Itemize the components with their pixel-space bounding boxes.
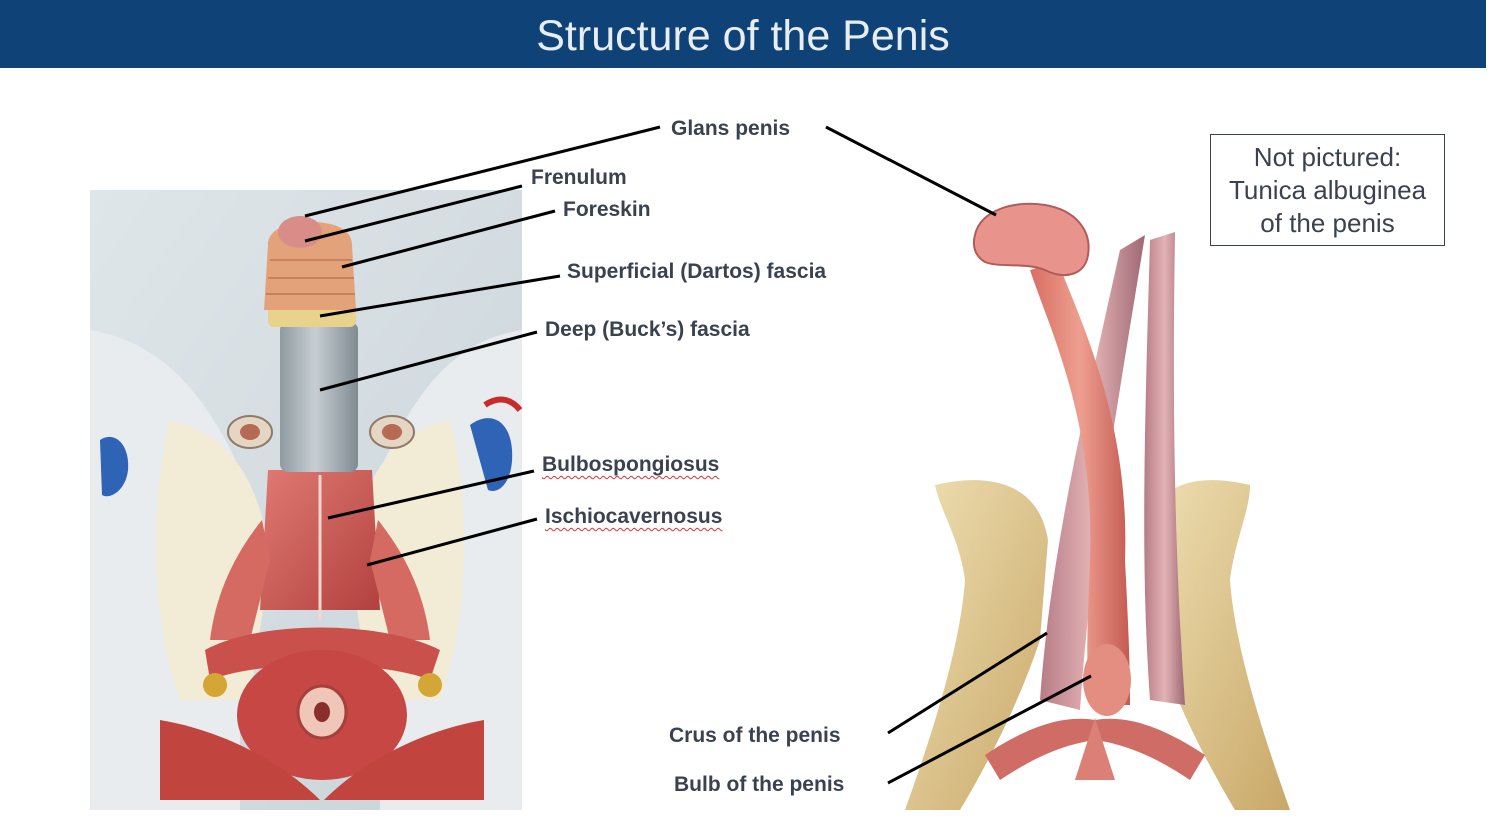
label-frenulum: Frenulum [531, 166, 627, 189]
label-superficial-fascia: Superficial (Dartos) fascia [567, 260, 827, 283]
leader-line-bulbospongiosus [327, 469, 535, 520]
leader-line-deep-fascia [319, 330, 538, 392]
label-crus: Crus of the penis [669, 724, 841, 747]
leader-line-foreskin [341, 209, 556, 269]
label-ischiocavernosus: Ischiocavernosus [545, 505, 723, 528]
note-line-1: Not pictured: [1253, 141, 1402, 172]
leader-line-glans [304, 125, 661, 218]
leader-lines [304, 125, 1092, 785]
leader-line-glans-right [825, 125, 997, 217]
title-bar: Structure of the Penis [0, 0, 1486, 68]
label-glans-penis: Glans penis [671, 117, 791, 140]
leader-line-crus [887, 631, 1048, 735]
not-pictured-note: Not pictured: Tunica albuginea of the pe… [1210, 134, 1445, 246]
label-bulbospongiosus: Bulbospongiosus [542, 453, 720, 476]
leader-line-bulb [887, 674, 1092, 785]
right-erectile-bodies-image [905, 202, 1290, 810]
leader-line-ischiocavernosus [366, 517, 538, 567]
note-line-2: Tunica albuginea [1228, 174, 1427, 205]
label-deep-fascia: Deep (Buck’s) fascia [545, 318, 750, 341]
left-dissection-image [90, 190, 523, 810]
leader-line-frenulum [304, 184, 523, 243]
leader-line-superficial-fascia [319, 274, 561, 318]
slide-title: Structure of the Penis [536, 12, 950, 60]
note-line-3: of the penis [1260, 207, 1395, 238]
label-bulb: Bulb of the penis [674, 773, 845, 796]
label-foreskin: Foreskin [563, 198, 651, 221]
